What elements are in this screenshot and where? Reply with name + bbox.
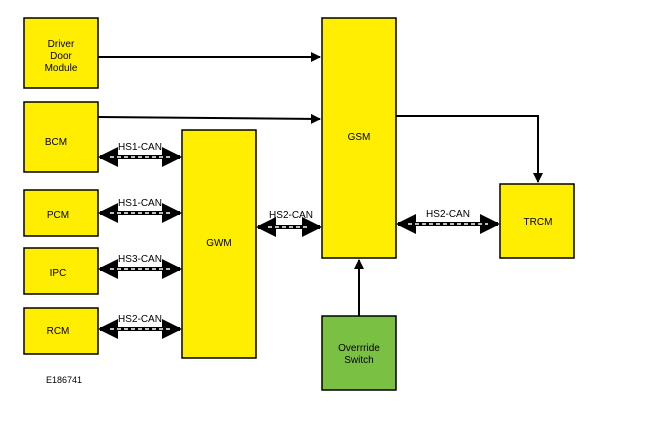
bcm-gwm-can-label: HS1-CAN (118, 142, 162, 153)
trcm-box (499, 183, 575, 259)
ddm-label-line2: Door (50, 51, 72, 62)
figure-reference: E186741 (46, 375, 82, 385)
pcm-gwm-can-label: HS1-CAN (118, 198, 162, 209)
bcm-to-gsm-arrow (97, 113, 321, 124)
gwm-gsm-can-label: HS2-CAN (269, 210, 313, 221)
ddm-box (23, 17, 99, 89)
ddm-label-line3: Module (45, 63, 78, 74)
ipc-gwm-can-label: HS3-CAN (118, 254, 162, 265)
ipc-label: IPC (50, 268, 67, 279)
gwm-label: GWM (206, 238, 232, 249)
pcm-box (23, 189, 99, 237)
gwm-box (181, 129, 257, 359)
switch-label-line2: Switch (344, 355, 373, 366)
gsm-box (321, 17, 397, 259)
switch-label-line1: Overrride (338, 343, 380, 354)
gsm-trcm-can-label: HS2-CAN (426, 209, 470, 220)
rcm-gwm-can-label: HS2-CAN (118, 314, 162, 325)
override-switch-box (321, 315, 397, 391)
bcm-box (23, 101, 99, 173)
bcm-label: BCM (45, 137, 67, 148)
pcm-label: PCM (47, 210, 69, 221)
trcm-label: TRCM (524, 217, 553, 228)
gsm-to-trcm-arrow (396, 115, 543, 183)
gsm-label: GSM (348, 132, 371, 143)
rcm-label: RCM (47, 326, 70, 337)
ddm-label-line1: Driver (48, 39, 75, 50)
rcm-box (23, 307, 99, 355)
